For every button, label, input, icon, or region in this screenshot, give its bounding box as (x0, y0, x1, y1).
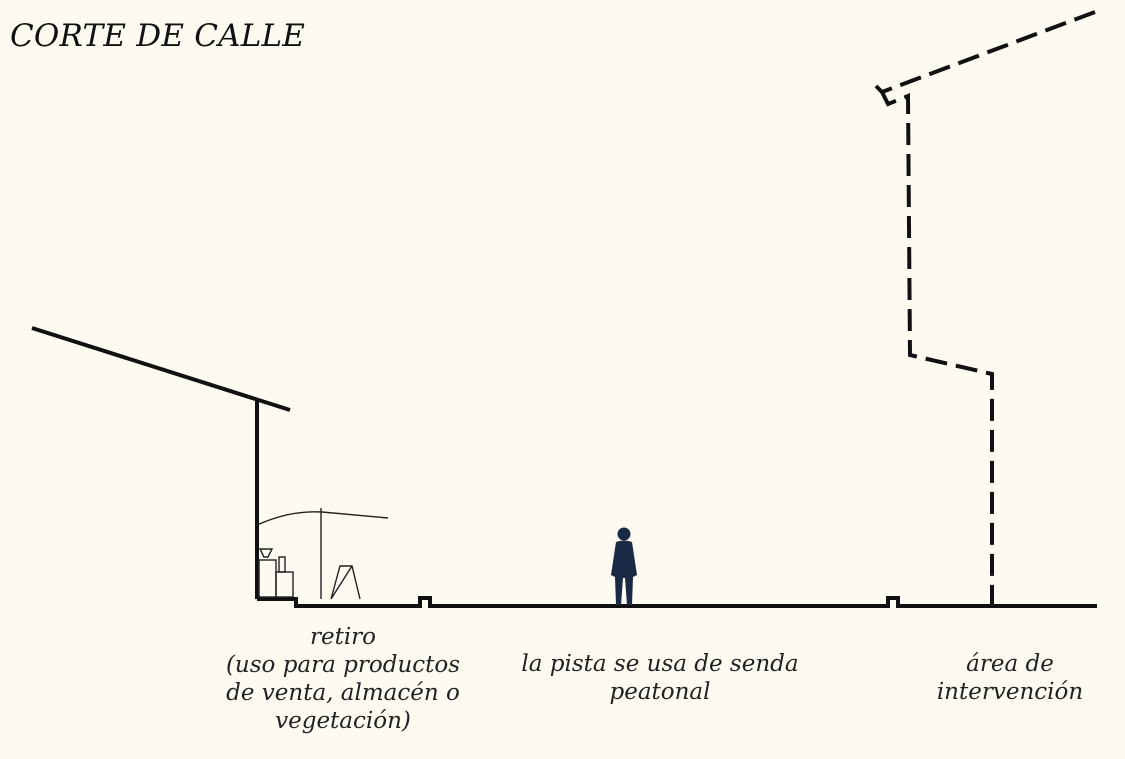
power-cable (256, 511, 389, 526)
pedestrian-silhouette (611, 527, 637, 605)
sandwich-sign (330, 565, 361, 600)
house-roof (31, 326, 291, 412)
pista-label: la pista se usa de senda peatonal (521, 651, 799, 705)
ground-line (257, 596, 1097, 608)
bottle (278, 556, 286, 573)
diagram-title: CORTE DE CALLE (10, 18, 306, 54)
area-intervencion-label: área de intervención (936, 651, 1084, 705)
intervention-area-outline (874, 10, 1096, 606)
retiro-label: retiro (uso para productos de venta, alm… (225, 624, 461, 734)
market-box (275, 571, 294, 598)
basket (258, 548, 274, 558)
market-crate (258, 559, 277, 598)
retiro-elements (256, 508, 389, 600)
